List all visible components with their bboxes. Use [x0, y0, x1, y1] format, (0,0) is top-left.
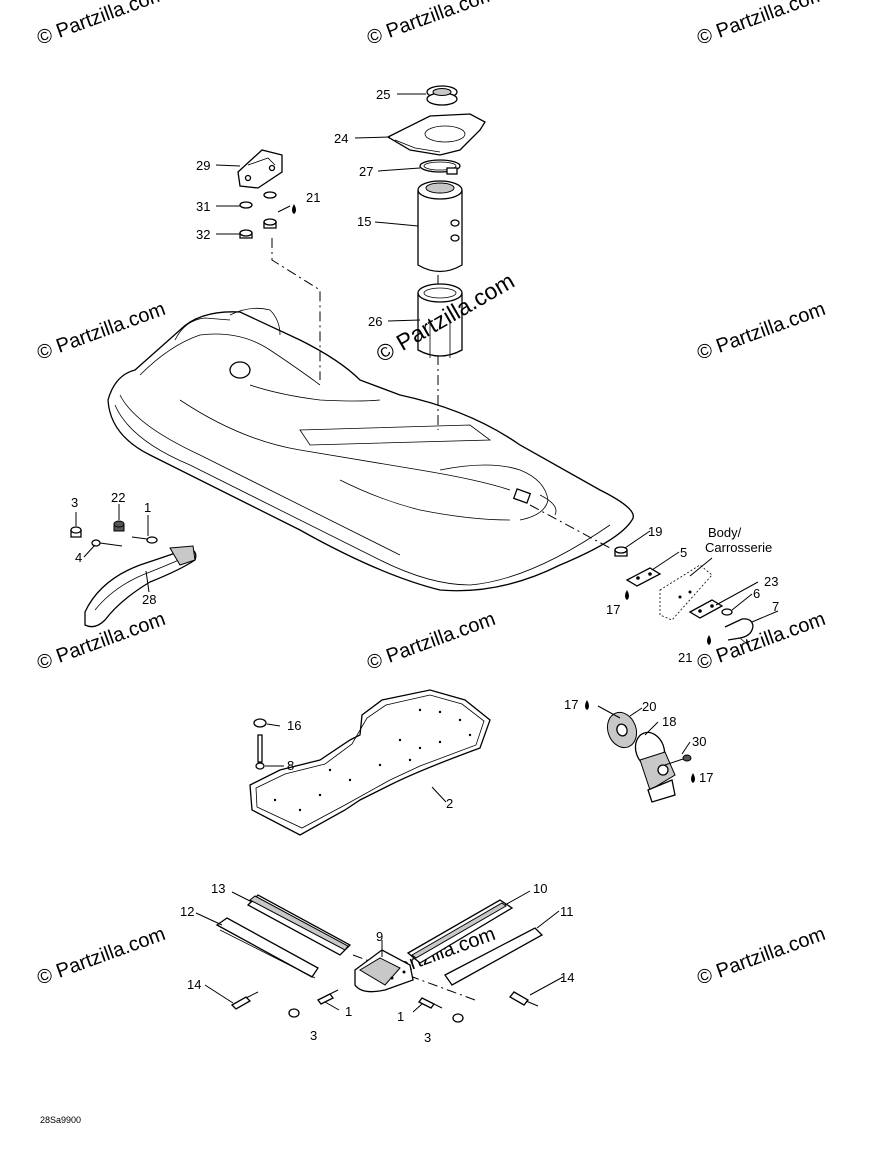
part-24-bracket	[386, 113, 486, 156]
watermark-text: © Partzilla.com	[34, 0, 168, 50]
label-14: 14	[560, 970, 574, 985]
part-3-caps-bottom	[288, 1008, 464, 1023]
part-2-mat	[249, 689, 491, 836]
label-1: 1	[144, 500, 151, 515]
label-7: 7	[772, 599, 779, 614]
drop-icon	[707, 635, 711, 645]
label-10: 10	[533, 881, 547, 896]
part-3-cap	[70, 526, 82, 538]
part-14-rivets	[230, 991, 539, 1010]
label-1: 1	[345, 1004, 352, 1019]
part-28-fender	[84, 545, 197, 628]
part-29-mount	[237, 149, 283, 189]
drop-icon	[691, 773, 695, 783]
mat-holes	[273, 708, 472, 812]
part-23-plate	[688, 599, 724, 619]
label-25: 25	[376, 87, 390, 102]
part-4-screw	[91, 539, 123, 547]
watermark-text: © Partzilla.com	[694, 298, 828, 365]
label-14: 14	[187, 977, 201, 992]
label-3: 3	[71, 495, 78, 510]
label-32: 32	[196, 227, 210, 242]
part-9-bracket	[354, 949, 414, 993]
label-4: 4	[75, 550, 82, 565]
label-8: 8	[287, 758, 294, 773]
watermark-text: © Partzilla.com	[34, 923, 168, 990]
label-23: 23	[764, 574, 778, 589]
label-22: 22	[111, 490, 125, 505]
label-1: 1	[397, 1009, 404, 1024]
part-27-clamp	[419, 159, 461, 175]
label-31: 31	[196, 199, 210, 214]
part-11-rail	[444, 927, 544, 986]
label-5: 5	[680, 545, 687, 560]
part-10-rail	[406, 899, 514, 964]
part-16-cap	[253, 718, 267, 728]
part-1-rivets-bottom	[317, 989, 443, 1009]
label-17: 17	[606, 602, 620, 617]
body-callout-line2: Carrosserie	[705, 540, 772, 555]
label-18: 18	[662, 714, 676, 729]
drop-icon	[625, 590, 629, 600]
hull-slot	[512, 488, 532, 504]
part-18-plug	[634, 731, 676, 803]
leader-lines	[75, 93, 779, 1013]
label-3: 3	[424, 1030, 431, 1045]
label-21: 21	[306, 190, 320, 205]
label-16: 16	[287, 718, 301, 733]
label-19: 19	[648, 524, 662, 539]
part-8-fastener	[255, 734, 265, 770]
label-28: 28	[142, 592, 156, 607]
hull-body	[107, 307, 634, 592]
watermark-text: © Partzilla.com	[694, 923, 828, 990]
part-15-cylinder	[417, 180, 463, 273]
label-17: 17	[699, 770, 713, 785]
label-21: 21	[678, 650, 692, 665]
part-20-plate	[606, 711, 638, 749]
label-12: 12	[180, 904, 194, 919]
part-7-ubolt	[724, 618, 754, 646]
part-5-plate	[625, 567, 662, 587]
label-26: 26	[368, 314, 382, 329]
body-callout-leader	[689, 557, 713, 577]
part-6-washer	[721, 608, 733, 616]
label-2: 2	[446, 796, 453, 811]
body-callout-line1: Body/	[708, 525, 742, 540]
drop-icon	[585, 700, 589, 710]
label-29: 29	[196, 158, 210, 173]
body-panel-outline	[659, 564, 713, 621]
label-3: 3	[310, 1028, 317, 1043]
label-27: 27	[359, 164, 373, 179]
watermark-text: © Partzilla.com	[364, 0, 498, 50]
part-22-nut	[113, 520, 125, 532]
label-9: 9	[376, 929, 383, 944]
label-24: 24	[334, 131, 348, 146]
part-19-nut	[614, 546, 628, 557]
watermark-text: © Partzilla.com	[34, 298, 168, 365]
part-30-screw	[664, 754, 692, 766]
label-17: 17	[564, 697, 578, 712]
watermark-text: © Partzilla.com	[694, 0, 828, 50]
label-15: 15	[357, 214, 371, 229]
reference-code: 28Sa9900	[40, 1115, 81, 1125]
label-30: 30	[692, 734, 706, 749]
part-31-washers	[239, 191, 277, 209]
part-32-nuts	[239, 218, 277, 239]
part-12-rail	[215, 917, 319, 979]
label-20: 20	[642, 699, 656, 714]
part-13-rail	[246, 894, 352, 956]
part-labels: 25 24 27 15 26 29 31 32 21 3 22 1 4 28 1…	[71, 87, 779, 1045]
drop-icon	[292, 204, 296, 214]
part-1-rivet	[131, 536, 158, 544]
part-26-sleeve	[417, 283, 463, 358]
label-11: 11	[560, 904, 574, 919]
watermark-text: © Partzilla.com	[364, 608, 498, 675]
label-13: 13	[211, 881, 225, 896]
label-6: 6	[753, 586, 760, 601]
hull-cap	[229, 361, 251, 379]
part-25-ring	[426, 85, 458, 106]
